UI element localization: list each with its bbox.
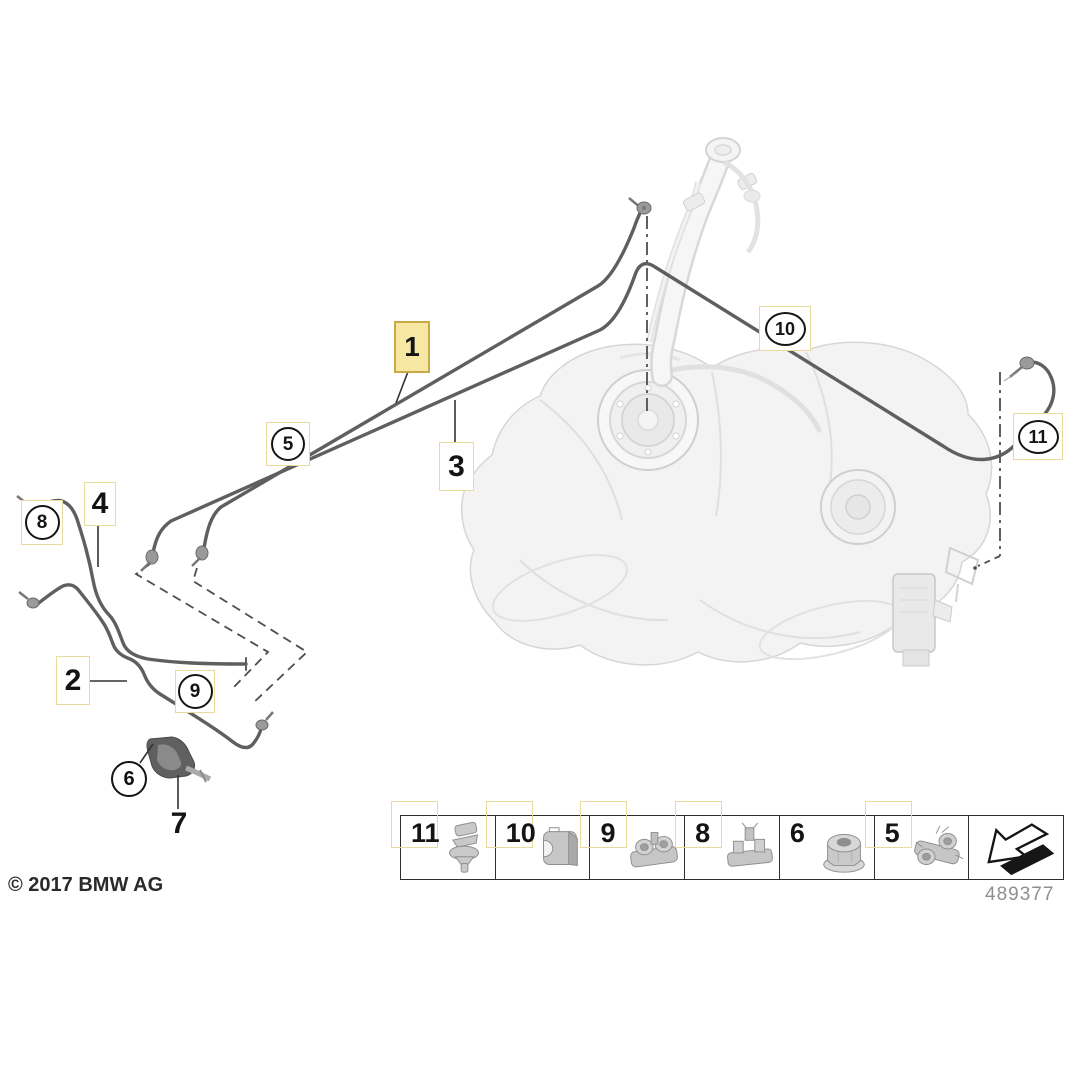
callout-7[interactable]: 7 [170,807,188,840]
legend-cell-10[interactable]: 10 [485,801,591,879]
line-bracket-clip-icon [726,822,773,867]
callout-2[interactable]: 2 [56,656,90,705]
parts-legend-table: 11 10 9 [391,801,1064,880]
connector-pipe2-left [18,591,40,609]
callout-1[interactable]: 1 [394,321,430,373]
connector-mid-left-a [140,549,159,572]
callout-10[interactable]: 10 [759,306,811,351]
callout-6[interactable]: 6 [111,761,147,797]
tank-module-graphic [892,573,953,667]
callout-4[interactable]: 4 [84,482,116,526]
diagram-number: 489377 [985,884,1055,905]
callout-3[interactable]: 3 [439,442,474,491]
fuel-pipes-graphic [31,207,1056,750]
callout-leader-lines [89,368,456,809]
callout-11[interactable]: 11 [1013,413,1063,460]
legend-cell-11[interactable]: 11 [391,801,496,879]
callout-9[interactable]: 9 [175,670,215,713]
pipe-connectors [16,197,1035,731]
pipe-2 [33,583,263,750]
connector-right [1003,356,1035,382]
line-bracket-icon [630,832,679,868]
fuel-pump-flange-left [597,369,699,471]
pipe-bracket-graphic [146,736,212,783]
legend-cell-9[interactable]: 9 [580,801,686,879]
connector-top [628,197,652,215]
filler-pipe-graphic [646,137,761,387]
legend-cell-arrow [969,816,1063,879]
direction-arrow-icon [987,823,1055,876]
fuel-pump-flange-right [820,469,896,545]
cap-nut-icon [822,834,865,873]
legend-cell-5[interactable]: 5 [864,801,970,879]
legend-cell-8[interactable]: 8 [675,801,780,879]
connector-pipe2-right [255,711,274,731]
fuel-tank-graphic [461,341,993,667]
callout-5[interactable]: 5 [266,422,310,466]
pipe-1 [202,207,644,550]
holder-bracket-icon [914,825,964,865]
copyright-text: © 2017 BMW AG [8,874,164,896]
pipe-3-10 [151,262,1056,555]
hose-clamp-icon [543,827,579,866]
callout-8[interactable]: 8 [21,500,63,545]
legend-cell-6[interactable]: 6 [780,816,875,879]
expanding-rivet-icon [448,821,479,873]
connector-mid-left-b [191,545,209,567]
pipe-4 [31,498,248,666]
